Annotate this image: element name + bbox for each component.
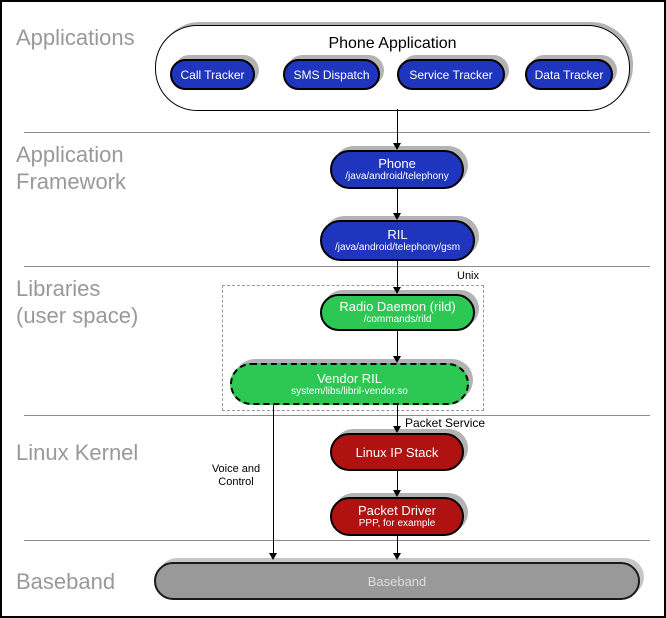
node-packet-driver: Packet Driver PPP, for example <box>330 497 464 536</box>
node-call-tracker: Call Tracker <box>170 59 255 90</box>
node-subtitle: PPP, for example <box>358 518 436 529</box>
voice-control-label: Voice and Control <box>207 463 265 489</box>
node-path: /java/android/telephony/gsm <box>334 242 461 253</box>
node-label: Baseband <box>367 573 427 589</box>
node-title: Linux IP Stack <box>355 444 439 460</box>
node-title: Packet Driver <box>357 503 437 518</box>
section-label-text: Baseband <box>16 569 116 594</box>
section-label-baseband: Baseband <box>16 568 115 595</box>
arrowhead-icon <box>393 213 401 220</box>
divider-framework-libraries <box>24 266 650 267</box>
section-label-text: (user space) <box>16 303 139 328</box>
node-path: /commands/rild <box>363 314 432 325</box>
arrowhead-icon <box>393 553 401 560</box>
section-label-text: Linux Kernel <box>16 440 139 465</box>
node-label: Call Tracker <box>180 67 245 82</box>
node-ril: RIL /java/android/telephony/gsm <box>320 220 475 261</box>
arrowhead-icon <box>393 356 401 363</box>
arrow-apps-to-phone <box>397 109 398 143</box>
arrow-ip-stack-to-packet-driver <box>397 471 398 490</box>
node-sms-dispatch: SMS Dispatch <box>283 59 380 90</box>
node-label: SMS Dispatch <box>293 67 370 82</box>
section-label-text: Application <box>16 142 124 167</box>
section-label-text: Framework <box>16 169 127 194</box>
node-title: Phone <box>378 156 416 171</box>
divider-kernel-baseband <box>24 540 650 541</box>
node-label: Data Tracker <box>534 67 604 82</box>
arrowhead-icon <box>393 143 401 150</box>
voice-control-line2: Control <box>218 476 254 488</box>
voice-control-line1: Voice and <box>211 463 261 475</box>
phone-application-title: Phone Application <box>328 35 457 52</box>
section-label-text: Applications <box>16 25 135 50</box>
unix-group-label: Unix <box>457 270 480 282</box>
divider-libraries-kernel <box>24 415 650 416</box>
arrowhead-icon <box>269 553 277 560</box>
divider-applications-framework <box>24 132 650 133</box>
node-label: Service Tracker <box>409 67 493 82</box>
section-label-linux-kernel: Linux Kernel <box>16 439 138 466</box>
arrowhead-icon <box>393 426 401 433</box>
unix-group-box <box>222 285 484 411</box>
node-data-tracker: Data Tracker <box>525 59 613 90</box>
node-phone: Phone /java/android/telephony <box>330 150 464 189</box>
arrowhead-icon <box>393 490 401 497</box>
node-title: Vendor RIL <box>316 370 383 386</box>
node-title: Radio Daemon (rild) <box>339 299 456 314</box>
section-label-applications: Applications <box>16 24 135 51</box>
section-label-libraries: Libraries (user space) <box>16 275 138 329</box>
node-vendor-ril: Vendor RIL system/libs/libril-vendor.so <box>230 363 469 405</box>
node-linux-ip-stack: Linux IP Stack <box>330 433 464 471</box>
arrowhead-icon <box>393 287 401 294</box>
arrow-ril-to-rild <box>397 261 398 287</box>
arrow-phone-to-ril <box>397 189 398 213</box>
node-path: /java/android/telephony <box>345 171 449 182</box>
arrow-packet-driver-to-baseband <box>397 536 398 553</box>
node-service-tracker: Service Tracker <box>397 59 505 90</box>
node-radio-daemon: Radio Daemon (rild) /commands/rild <box>320 294 475 331</box>
node-path: system/libs/libril-vendor.so <box>291 385 408 397</box>
packet-service-label: Packet Service <box>405 416 486 430</box>
arrow-packet-service-to-ip-stack <box>397 405 398 426</box>
arrow-rild-to-vendor-ril <box>397 331 398 356</box>
section-label-text: Libraries <box>16 276 101 301</box>
section-label-application-framework: Application Framework <box>16 141 126 195</box>
node-title: RIL <box>387 227 408 242</box>
node-baseband: Baseband <box>154 562 640 600</box>
arrow-voice-control-to-baseband <box>273 405 274 553</box>
